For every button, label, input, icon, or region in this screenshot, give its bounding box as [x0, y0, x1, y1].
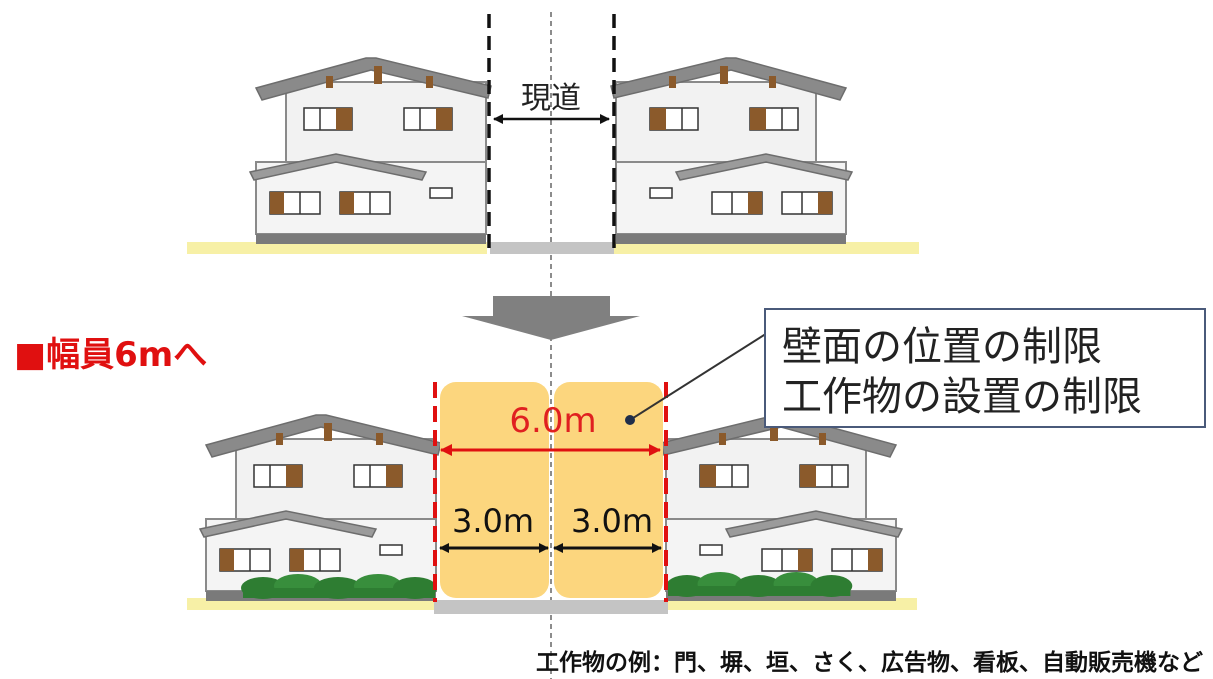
callout-box [764, 308, 1206, 428]
restriction-callout: 壁面の位置の制限 工作物の設置の制限 [625, 308, 1206, 428]
hedge-left [241, 574, 437, 599]
callout-anchor-dot [625, 415, 635, 425]
hedge-right [666, 572, 853, 597]
total-width-label: 6.0m [509, 401, 596, 441]
transition-arrow [462, 296, 640, 340]
ground-right-top [614, 242, 919, 254]
house-left-top [249, 57, 492, 245]
callout-line-structure: 工作物の設置の制限 [782, 374, 1142, 420]
ground-left-top [187, 242, 487, 254]
house-right-top [610, 57, 853, 245]
bottom-scene: 6.0m 3.0m 3.0m [187, 382, 917, 614]
callout-leader [629, 329, 773, 421]
half-width-label-right: 3.0m [571, 502, 653, 540]
house-left-bottom [199, 414, 442, 602]
structure-examples-note: 工作物の例：門、塀、垣、さく、広告物、看板、自動販売機など [536, 649, 1203, 676]
widening-heading: ■幅員6mへ [14, 335, 207, 375]
half-width-label-left: 3.0m [452, 502, 534, 540]
house-right-bottom [660, 414, 903, 602]
top-scene: 現道 [187, 14, 919, 254]
widened-road-surface [434, 600, 668, 614]
existing-road-surface [490, 242, 614, 254]
existing-road-label: 現道 [521, 81, 581, 116]
callout-line-wall: 壁面の位置の制限 [782, 324, 1102, 370]
